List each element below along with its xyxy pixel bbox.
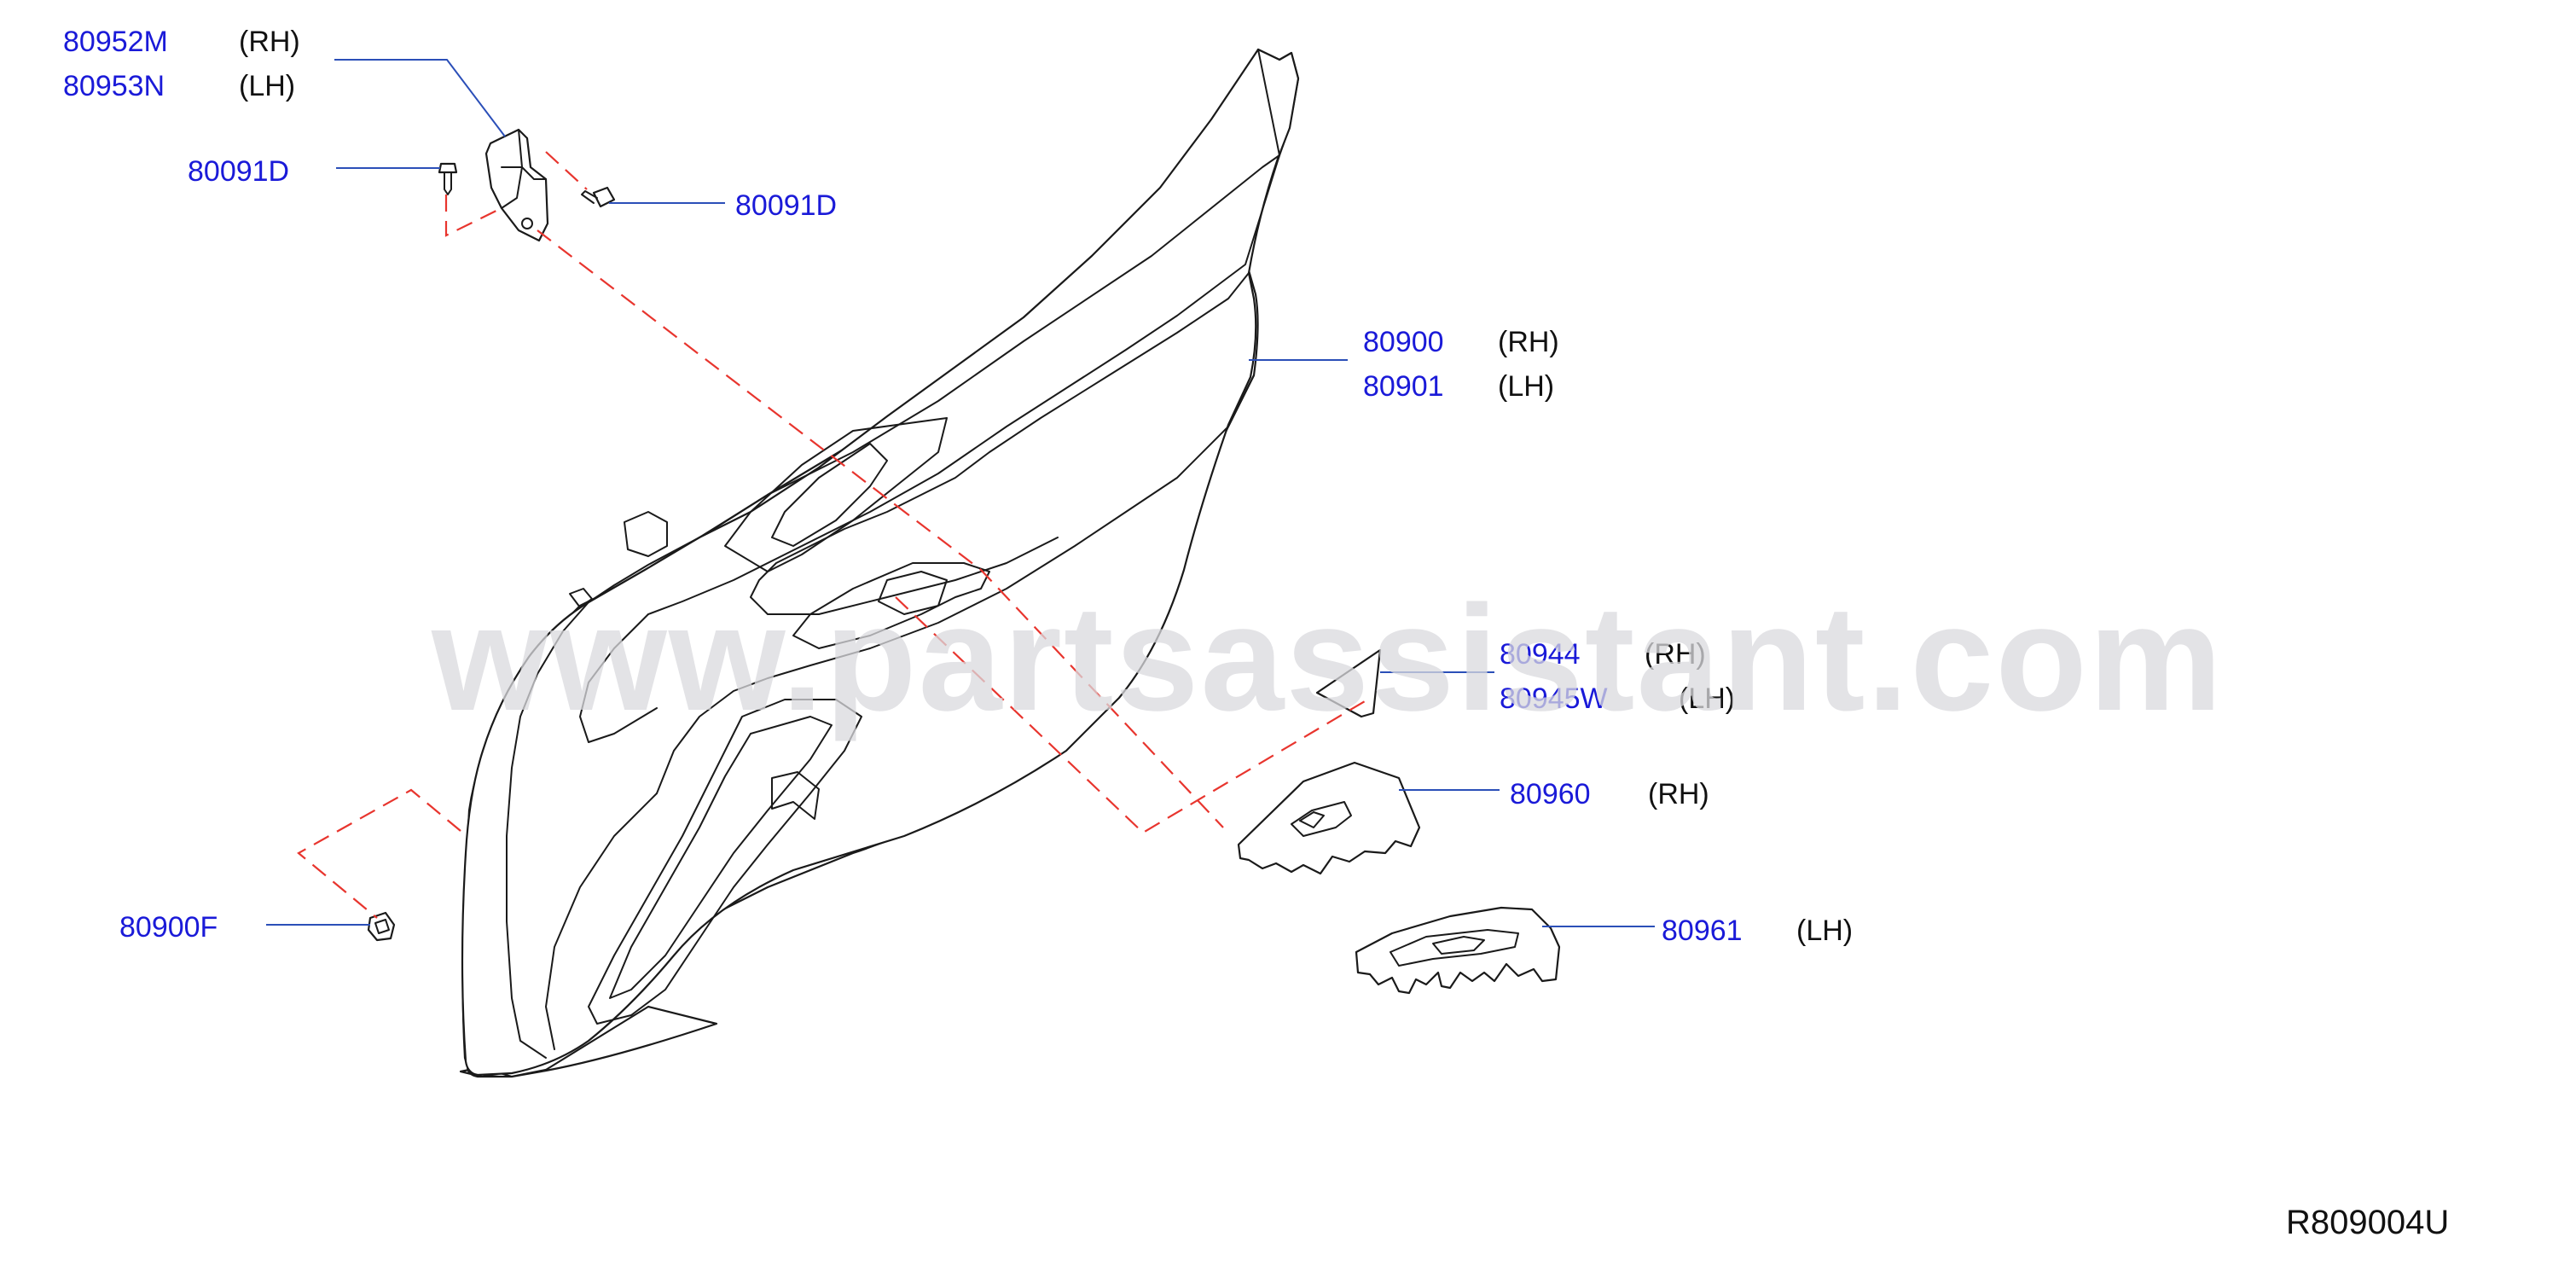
door-bracket-body (484, 128, 549, 242)
switch-finisher-lh-side: (LH) (1796, 915, 1853, 947)
door-trim-beltline (588, 49, 1280, 603)
door-bracket-hole (521, 218, 533, 229)
lower-panel-contour-2 (545, 793, 658, 1050)
switch-finisher-rh[interactable] (1237, 761, 1421, 875)
switch-finisher-lh[interactable] (1355, 906, 1561, 995)
screw-right-head (592, 186, 616, 208)
door-trim-rh-side: (RH) (1498, 326, 1559, 358)
bracket-rh-part-number[interactable]: 80952M (63, 26, 168, 58)
switch-finisher-lh-body (1355, 906, 1561, 995)
screw-left[interactable] (438, 162, 458, 195)
switch-finisher-rh-part-number[interactable]: 80960 (1510, 778, 1591, 810)
door-trim-panel[interactable] (459, 48, 1300, 1078)
corner-finisher-lh-part-number[interactable]: 80945W (1500, 682, 1608, 715)
corner-finisher-rh-part-number[interactable]: 80944 (1500, 638, 1581, 671)
upper-handle-inner (771, 443, 888, 547)
map-pocket-inner (609, 716, 833, 999)
pocket-bracket (771, 771, 820, 820)
dashed-guides (297, 151, 1366, 919)
clip-part-number[interactable]: 80900F (119, 911, 218, 944)
screw-right-part-number[interactable]: 80091D (735, 189, 837, 222)
lower-panel-contour (506, 601, 589, 1059)
guide-trim-to-switch (895, 504, 1224, 828)
map-pocket (588, 699, 862, 1025)
screw-right-shank (581, 190, 598, 204)
switch-finisher-lh-part-number[interactable]: 80961 (1662, 915, 1743, 947)
upper-handle-recess (724, 417, 948, 572)
door-trim-rh-part-number[interactable]: 80900 (1363, 326, 1444, 358)
bracket-lh-part-number[interactable]: 80953N (63, 70, 165, 102)
leader-bracket (334, 59, 506, 137)
corner-finisher-lh-side: (LH) (1679, 682, 1735, 715)
watermark-text: www.partsassistant.com (431, 575, 2224, 742)
screw-right[interactable] (581, 186, 616, 208)
lower-panel-contour-3 (579, 613, 658, 743)
bracket-rh-side: (RH) (239, 26, 300, 58)
door-trim-body (461, 48, 1300, 1077)
leader-lines (266, 59, 1655, 927)
door-trim-lh-part-number[interactable]: 80901 (1363, 370, 1444, 403)
guide-to-finisher (895, 596, 1366, 834)
switch-finisher-rh-body (1237, 761, 1421, 875)
bracket-lh-side: (LH) (239, 70, 295, 102)
trim-clip-head (367, 911, 396, 942)
door-trim-lh-side: (LH) (1498, 370, 1554, 403)
corner-finisher[interactable] (1315, 648, 1382, 718)
door-trim-upper-edge (647, 154, 1280, 615)
inner-handle-lever (878, 571, 948, 615)
callout-labels: 80952M (RH) 80953N (LH) 80091D 80091D 80… (63, 26, 1853, 947)
door-bracket[interactable] (484, 128, 549, 242)
screw-left-head (438, 162, 458, 174)
switch-finisher-rh-side: (RH) (1648, 778, 1709, 810)
corner-finisher-body (1315, 648, 1382, 718)
door-bracket-fold (501, 166, 523, 209)
switch-finisher-rh-opening (1291, 801, 1352, 837)
trim-clip-stem (374, 919, 390, 934)
inner-handle-cup (792, 562, 990, 649)
guide-bracket-screw-left (444, 195, 502, 237)
armrest-band (656, 375, 1255, 794)
screw-left-shank (444, 171, 452, 195)
switch-finisher-rh-button (1299, 811, 1325, 828)
switch-finisher-lh-button (1432, 936, 1485, 955)
guide-bracket-screw-right (545, 151, 588, 190)
door-bracket-flange (518, 129, 547, 180)
clip-tab-2 (569, 588, 593, 608)
clip-tab (624, 511, 668, 557)
diagram-reference-code: R809004U (2286, 1204, 2449, 1241)
switch-finisher-lh-opening (1390, 929, 1519, 967)
guide-bracket-to-trim (537, 229, 896, 506)
corner-finisher-rh-side: (RH) (1645, 638, 1706, 671)
screw-left-part-number[interactable]: 80091D (188, 155, 289, 188)
guide-clip (297, 788, 461, 919)
trim-clip[interactable] (367, 911, 396, 942)
